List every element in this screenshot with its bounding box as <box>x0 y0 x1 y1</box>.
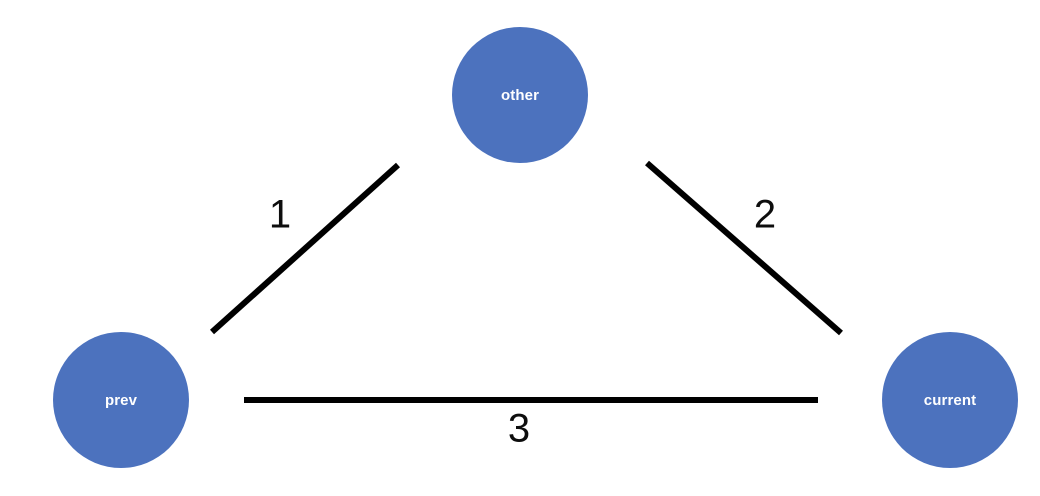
edge-1-line[interactable] <box>209 162 401 335</box>
node-prev[interactable]: prev <box>53 332 189 468</box>
node-current[interactable]: current <box>882 332 1018 468</box>
node-other-circle[interactable] <box>452 27 588 163</box>
edge-labels-group: 1 2 3 <box>269 193 776 451</box>
edge-2-label: 2 <box>754 193 776 237</box>
node-other-label: other <box>501 87 539 104</box>
node-prev-circle[interactable] <box>53 332 189 468</box>
node-other[interactable]: other <box>452 27 588 163</box>
edge-1-label: 1 <box>269 193 291 237</box>
node-current-label: current <box>924 392 976 409</box>
node-prev-label: prev <box>105 392 138 409</box>
edges-group <box>209 160 843 403</box>
node-current-circle[interactable] <box>882 332 1018 468</box>
edge-2-line[interactable] <box>645 160 843 336</box>
edge-3-label: 3 <box>508 407 530 451</box>
